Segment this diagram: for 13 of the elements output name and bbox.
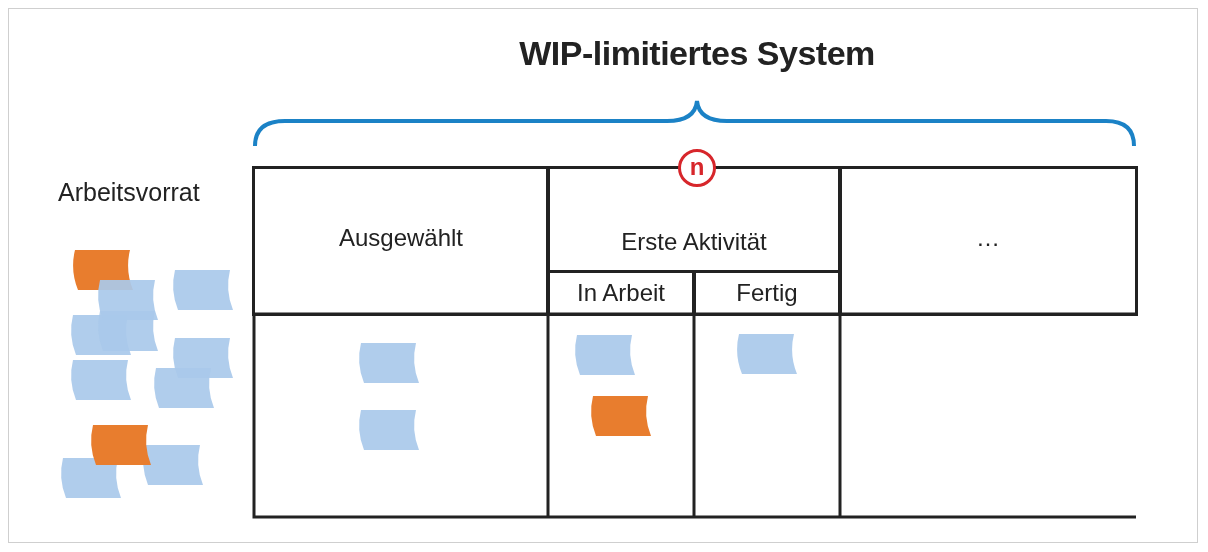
column-label: Arbeitsvorrat: [58, 178, 200, 207]
header-text: Erste Aktivität: [621, 228, 767, 256]
header-text: n: [689, 154, 705, 179]
wip-limit-circle: [678, 149, 716, 187]
header-text: In Arbeit: [576, 279, 666, 307]
header-text: …: [976, 224, 1000, 252]
header-text: Fertig: [736, 279, 798, 307]
column-header: [838, 166, 1138, 316]
header-text: Ausgewählt: [338, 224, 464, 252]
subcolumn-header: [692, 270, 842, 316]
column-header: [252, 166, 550, 316]
title: WIP-limitiertes System: [518, 34, 876, 73]
subcolumn-header: [546, 270, 696, 316]
